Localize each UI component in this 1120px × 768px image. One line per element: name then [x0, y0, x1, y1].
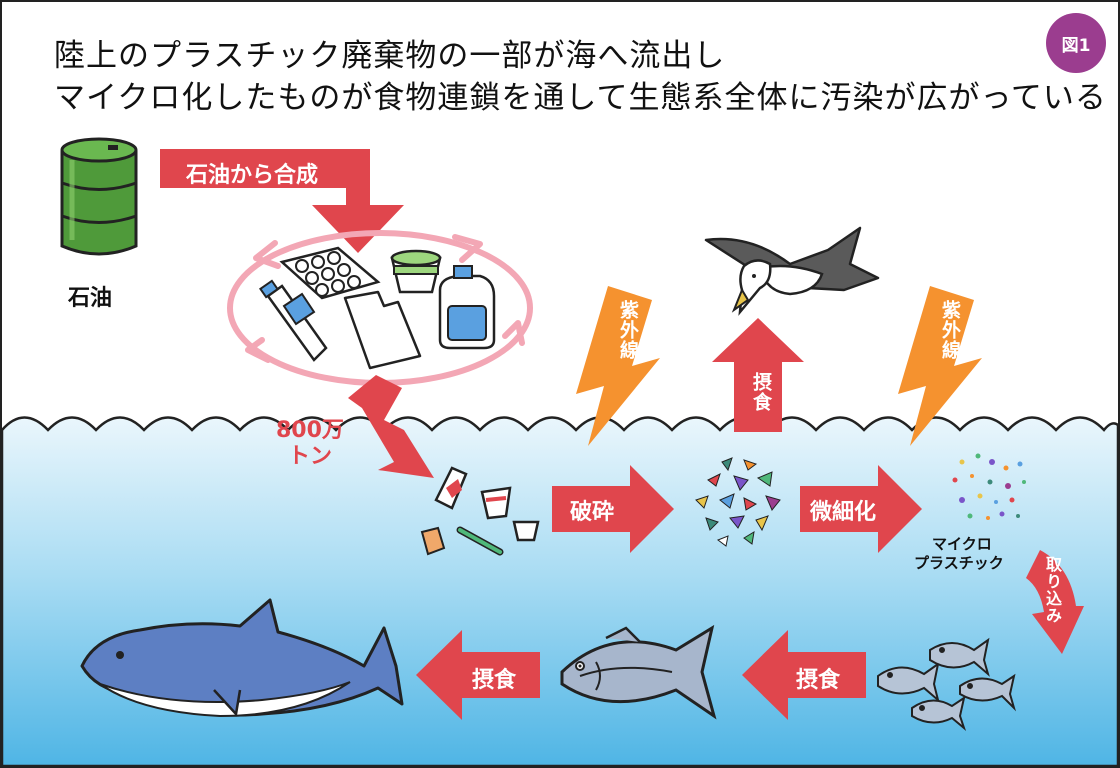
lightning-icon — [898, 286, 982, 446]
plastic-bag-icon — [343, 290, 422, 370]
micro-label-2: プラスチック — [914, 554, 1004, 572]
oil-drum-icon — [60, 137, 138, 256]
amount-label: 800万 トン — [276, 418, 344, 469]
straw-icon — [456, 526, 504, 556]
eat-dolphin-label: 摂食 — [472, 668, 517, 693]
title-line-1: 陸上のプラスチック廃棄物の一部が海へ流出し — [54, 38, 726, 74]
eat-tuna-label: 摂食 — [796, 668, 841, 693]
eat-dolphin-arrow — [416, 630, 540, 720]
cup-icon — [390, 249, 442, 294]
plastic-fragments — [695, 457, 781, 547]
sea-debris — [420, 466, 540, 556]
microplastic-dots — [952, 453, 1026, 520]
synthesis-label: 石油から合成 — [186, 163, 319, 188]
lightning-icon — [576, 286, 660, 446]
eat-tuna-arrow — [742, 630, 866, 720]
seagull-icon — [704, 226, 880, 316]
crush-arrow — [552, 465, 674, 553]
detergent-bottle-icon — [438, 265, 496, 350]
uptake-arrow — [1026, 550, 1084, 654]
uv-label-2: 紫外線 — [939, 300, 961, 360]
egg-carton-icon — [279, 246, 381, 300]
oil-label: 石油 — [68, 286, 113, 311]
crush-label: 破砕 — [570, 500, 615, 525]
title-line-2: マイクロ化したものが食物連鎖を通して生態系全体に汚染が広がっている — [54, 80, 1107, 116]
dolphin-icon — [80, 598, 404, 718]
small-fish-icon — [877, 637, 1017, 732]
fine-label: 微細化 — [810, 500, 877, 525]
synthesis-arrow — [160, 149, 404, 253]
tuna-icon — [560, 624, 717, 720]
figure-badge: 図1 — [1046, 13, 1106, 73]
plastic-bottle-icon — [259, 279, 328, 362]
eat-bird-arrow — [712, 318, 804, 432]
eat-bird-label: 摂食 — [750, 372, 772, 412]
fine-arrow — [800, 465, 922, 553]
micro-label-1: マイクロ — [932, 535, 992, 553]
uv-label-1: 紫外線 — [617, 300, 639, 360]
outflow-arrow — [348, 375, 434, 478]
uptake-label: 取り込み — [1043, 556, 1062, 624]
